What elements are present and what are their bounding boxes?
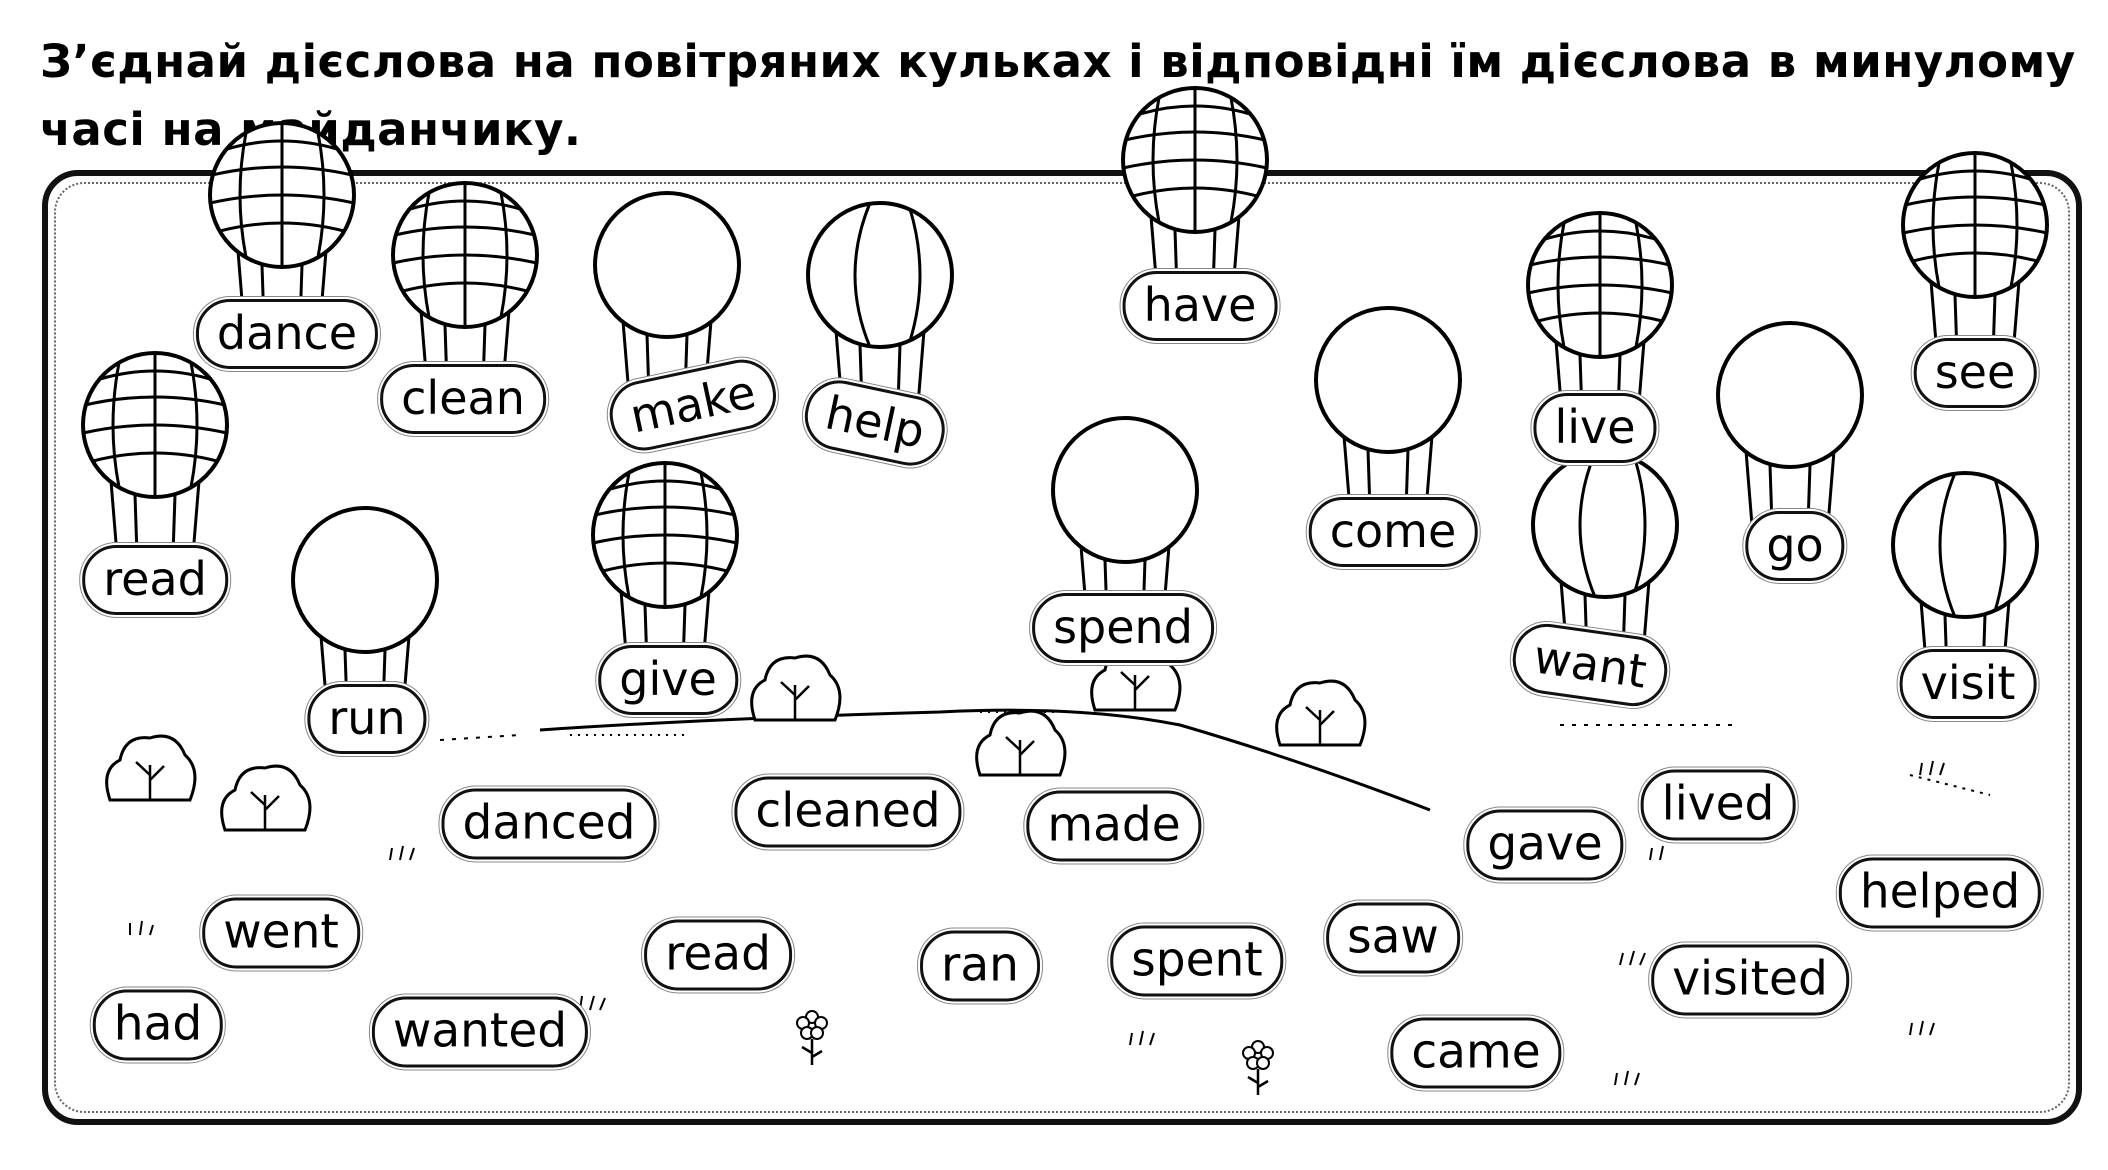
balloon-word-go[interactable]: go: [1745, 511, 1845, 581]
balloon-word-read[interactable]: read: [82, 545, 228, 615]
balloon-word-see[interactable]: see: [1913, 338, 2037, 408]
past-word-saw[interactable]: saw: [1326, 902, 1460, 974]
past-word-made[interactable]: made: [1026, 790, 1202, 862]
past-word-lived[interactable]: lived: [1640, 769, 1796, 841]
past-word-had[interactable]: had: [92, 989, 224, 1061]
balloon-word-run[interactable]: run: [307, 684, 427, 754]
past-word-spent[interactable]: spent: [1110, 925, 1284, 997]
balloon-word-have[interactable]: have: [1122, 271, 1278, 341]
past-word-visited[interactable]: visited: [1651, 944, 1849, 1016]
balloon-word-live[interactable]: live: [1533, 393, 1657, 463]
balloon-word-give[interactable]: give: [598, 645, 738, 715]
instruction-text: З’єднай дієслова на повітряних кульках і…: [40, 35, 2076, 156]
past-word-danced[interactable]: danced: [441, 788, 657, 860]
past-word-came[interactable]: came: [1390, 1017, 1562, 1089]
balloon-word-spend[interactable]: spend: [1032, 593, 1214, 663]
past-word-went[interactable]: went: [202, 897, 360, 969]
past-word-ran[interactable]: ran: [920, 930, 1040, 1002]
balloon-word-dance[interactable]: dance: [195, 299, 379, 369]
past-word-cleaned[interactable]: cleaned: [734, 776, 962, 848]
balloon-word-clean[interactable]: clean: [380, 364, 546, 434]
balloon-word-come[interactable]: come: [1308, 497, 1478, 567]
balloon-word-visit[interactable]: visit: [1899, 649, 2037, 719]
past-word-helped[interactable]: helped: [1838, 857, 2042, 929]
past-word-wanted[interactable]: wanted: [371, 996, 589, 1068]
past-word-gave[interactable]: gave: [1466, 809, 1624, 881]
past-word-read[interactable]: read: [644, 919, 792, 991]
